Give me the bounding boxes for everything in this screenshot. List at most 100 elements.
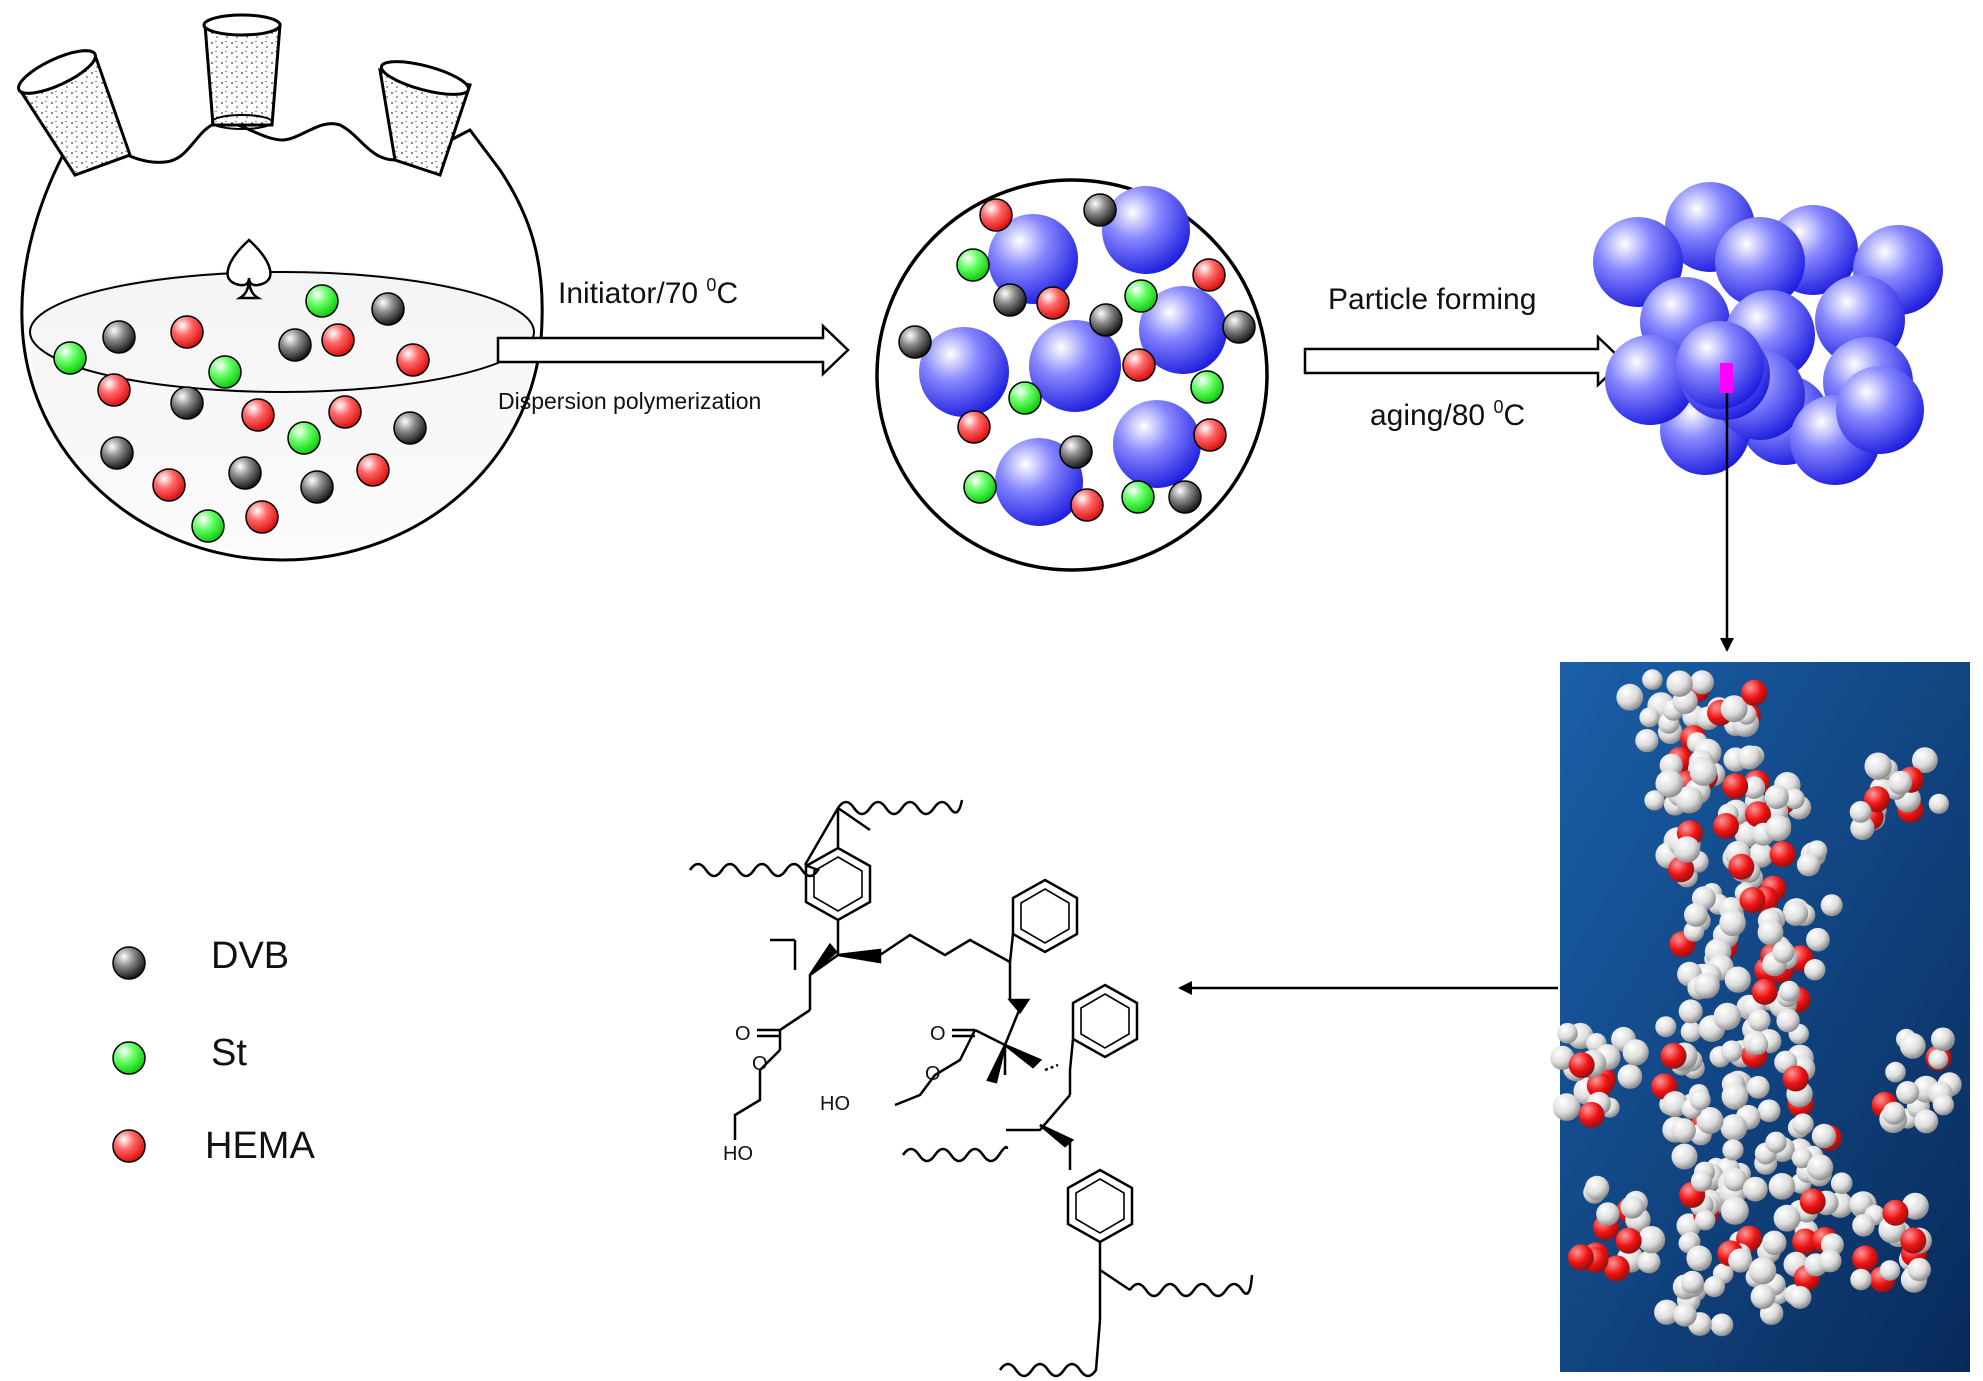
legend-dvb-swatch [112, 946, 146, 980]
polymer-chain-wave [688, 862, 820, 878]
oxygen-atom [1882, 1199, 1909, 1226]
carbon-atom [1671, 1143, 1698, 1170]
carbon-atom [1791, 1147, 1813, 1169]
oxygen-atom [1578, 1101, 1605, 1128]
carbon-atom [1617, 1064, 1643, 1089]
oxygen-atom [1799, 1188, 1826, 1215]
st-monomer [956, 248, 990, 282]
carbon-atom [1888, 770, 1913, 795]
carbon-atom [1768, 1173, 1796, 1200]
polymer-particle [1715, 217, 1805, 307]
dispersion-vessel [875, 178, 1269, 572]
carbon-atom [1765, 1131, 1787, 1154]
molecular-model-panel [1550, 662, 1970, 1372]
carbon-atom [1696, 1107, 1724, 1134]
carbon-atom [1830, 1172, 1853, 1194]
carbon-atom [1757, 1099, 1781, 1123]
step2-condition: aging/80 0C [1370, 397, 1525, 432]
oxygen-atom [1567, 1244, 1594, 1271]
carbon-atom [1748, 1257, 1777, 1285]
polymer-particle [1605, 335, 1695, 425]
oxygen-atom [1741, 679, 1768, 706]
dvb-monomer [898, 325, 932, 359]
carbon-atom [1622, 1196, 1645, 1218]
hema-monomer [321, 323, 355, 357]
carbon-atom [1719, 909, 1746, 937]
carbon-atom [1654, 1299, 1680, 1325]
oxygen-atom [1728, 853, 1755, 880]
oxygen-atom [1782, 1065, 1809, 1092]
carbon-atom [1693, 972, 1720, 999]
carbon-atom [1655, 1016, 1677, 1038]
carbon-atom [1666, 670, 1693, 697]
flask-monomers [53, 284, 430, 543]
carbon-atom [1820, 894, 1843, 917]
carbon-atom [1720, 695, 1748, 723]
polymer-particle [1139, 286, 1227, 374]
dvb-monomer [300, 470, 334, 504]
step2-arrow [1303, 334, 1625, 388]
right-neck [378, 60, 472, 177]
legend-dvb-label: DVB [211, 935, 289, 977]
dvb-monomer [371, 292, 405, 326]
carbon-atom [1885, 1061, 1906, 1083]
polymer-particle [919, 327, 1009, 417]
oxygen-atom [1751, 978, 1778, 1005]
hema-monomer [97, 373, 131, 407]
carbon-atom [1879, 1260, 1901, 1281]
carbon-atom [1673, 1303, 1697, 1327]
spade-stir-icon [226, 238, 272, 300]
carbon-atom [1680, 1021, 1702, 1042]
carbon-atom [1637, 1250, 1661, 1274]
carbon-atom [1807, 1154, 1834, 1181]
oxygen-atom [1586, 1072, 1613, 1099]
polymer-particle [988, 214, 1078, 304]
oxygen-atom [1739, 887, 1766, 913]
dvb-monomer [993, 283, 1027, 317]
carbon-atom [1849, 801, 1872, 823]
hema-monomer [152, 468, 186, 502]
carbon-atom [1675, 785, 1704, 814]
polymer-chain-wave [901, 1145, 1009, 1163]
carbon-atom [1811, 1123, 1837, 1149]
carbon-atom [1635, 729, 1659, 753]
st-monomer [208, 355, 242, 389]
carbon-atom [1557, 1022, 1578, 1044]
center-neck [202, 13, 282, 130]
oxygen-atom [1615, 1227, 1642, 1254]
zoom-marker [1720, 363, 1733, 393]
st-monomer [305, 284, 339, 318]
carbon-atom [1552, 1093, 1581, 1121]
carbon-atom [1912, 747, 1938, 774]
polymer-chain-wave [998, 1319, 1102, 1378]
carbon-atom [1689, 758, 1718, 786]
carbon-atom [1622, 1039, 1649, 1066]
hema-monomer [1192, 258, 1226, 292]
hema-monomer [170, 315, 204, 349]
carbon-atom [1784, 788, 1805, 810]
carbon-atom [1584, 1175, 1610, 1201]
carbon-atom [1928, 793, 1949, 814]
carbon-atom [1720, 1196, 1749, 1225]
benzene-ring [1011, 878, 1079, 954]
carbon-atom [1773, 1204, 1801, 1232]
oxygen-atom [1769, 841, 1796, 868]
carbon-atom [1691, 1170, 1713, 1192]
carbon-atom [1722, 1139, 1744, 1161]
carbon-atom [1684, 902, 1708, 927]
carbon-atom [1689, 1089, 1711, 1111]
dvb-monomer [393, 411, 427, 445]
carbon-atom [1686, 1245, 1712, 1272]
carbon-atom [1655, 769, 1684, 798]
benzene-ring [804, 846, 872, 922]
carbon-atom [1778, 980, 1800, 1002]
polymer-chemical-structure [688, 799, 1254, 1378]
carbon-atom [1662, 1091, 1688, 1118]
step2-process: Particle forming [1328, 283, 1536, 316]
dvb-monomer [1083, 193, 1117, 227]
carbon-atom [1788, 1285, 1812, 1309]
st-monomer [1008, 381, 1042, 415]
st-monomer [53, 341, 87, 375]
dvb-monomer [100, 436, 134, 470]
hema-monomer [957, 410, 991, 444]
